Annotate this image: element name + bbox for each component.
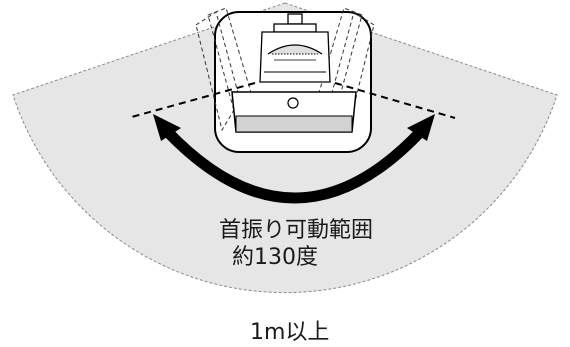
device-head xyxy=(259,13,331,83)
sensor-lens xyxy=(287,97,299,109)
swivel-arrow xyxy=(158,122,430,204)
arrow-head-right xyxy=(407,114,435,141)
distance-label: 1m以上 xyxy=(250,320,329,342)
swivel-angle-label: 約130度 xyxy=(232,245,318,270)
distance-label-bg xyxy=(246,318,344,342)
arrow-head-left xyxy=(153,114,181,141)
device-front-panel xyxy=(231,91,357,133)
swivel-range-label: 首振り可動範囲 xyxy=(219,218,373,243)
rotation-limit-lines xyxy=(127,82,456,119)
